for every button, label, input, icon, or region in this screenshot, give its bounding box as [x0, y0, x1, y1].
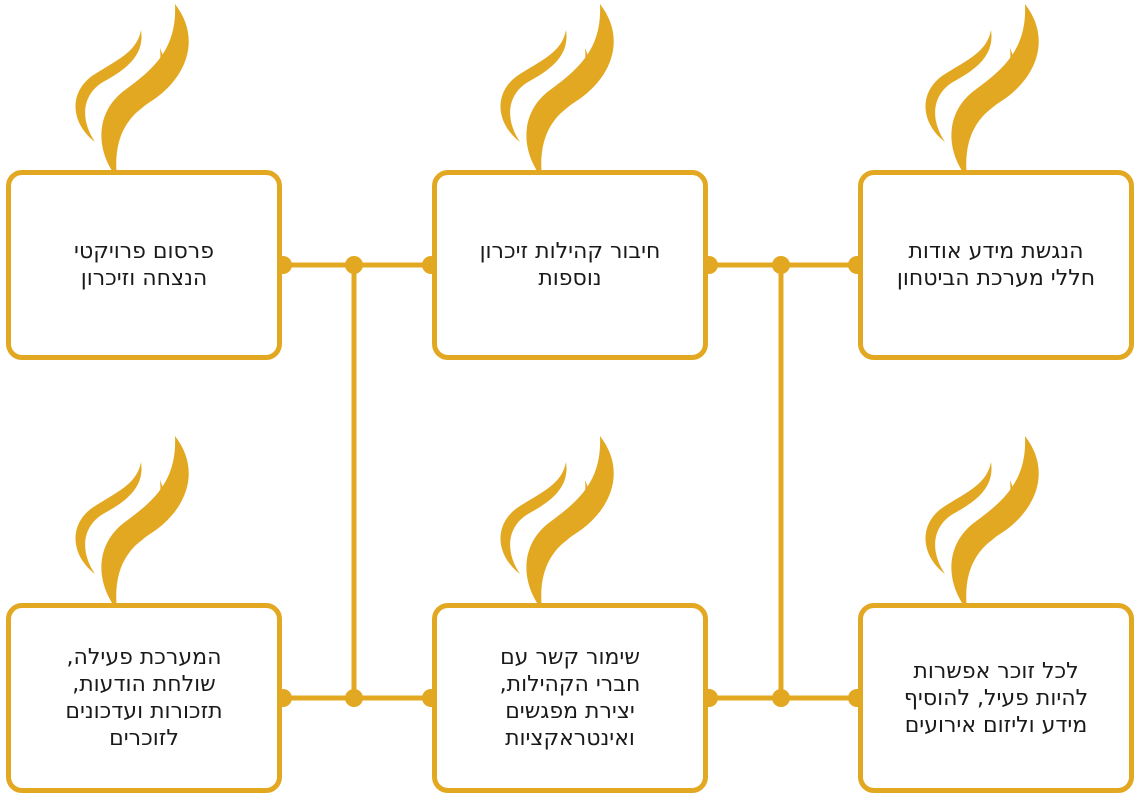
box-text: לכל זוכר אפשרות להיות פעיל, להוסיף מידע … — [878, 658, 1114, 739]
memorial-flame-icon — [905, 432, 1045, 617]
box-line: הנצחה וזיכרון — [80, 266, 208, 291]
connector-dot — [345, 256, 363, 274]
box-bottom-left: המערכת פעילה, שולחת הודעות, תזכורות ועדכ… — [6, 603, 282, 793]
connector-dot — [772, 689, 790, 707]
box-line: חברי הקהילות, — [499, 672, 641, 697]
box-line: להיות פעיל, להוסיף — [903, 685, 1089, 711]
box-text: חיבור קהילות זיכרון נוספות — [454, 238, 687, 292]
box-bottom-right: לכל זוכר אפשרות להיות פעיל, להוסיף מידע … — [858, 603, 1134, 793]
box-text: המערכת פעילה, שולחת הודעות, תזכורות ועדכ… — [39, 644, 248, 752]
memorial-flame-icon — [55, 0, 195, 185]
memorial-flame-icon — [55, 432, 195, 617]
box-line: פרסום פרויקטי — [74, 239, 214, 264]
box-line: שולחת הודעות, — [72, 672, 216, 697]
box-line: לזוכרים — [109, 726, 179, 751]
memorial-flame-icon — [905, 0, 1045, 185]
box-line: נוספות — [538, 266, 602, 291]
connector-dot — [345, 689, 363, 707]
box-line: מידע וליזום אירועים — [904, 712, 1088, 738]
box-top-left: פרסום פרויקטי הנצחה וזיכרון — [6, 170, 282, 360]
box-line: המערכת פעילה, — [66, 645, 222, 670]
memorial-flame-icon — [480, 0, 620, 185]
box-top-middle: חיבור קהילות זיכרון נוספות — [432, 170, 708, 360]
box-line: תזכורות ועדכונים — [65, 699, 223, 724]
memorial-flame-icon — [480, 432, 620, 617]
connector-dot — [772, 256, 790, 274]
box-text: הנגשת מידע אודות חללי מערכת הביטחון — [871, 238, 1121, 292]
box-bottom-middle: שימור קשר עם חברי הקהילות, יצירת מפגשים … — [432, 603, 708, 793]
box-text: שימור קשר עם חברי הקהילות, יצירת מפגשים … — [474, 644, 667, 752]
box-line: הנגשת מידע אודות — [908, 239, 1084, 264]
box-line: שימור קשר עם — [500, 645, 640, 670]
box-text: פרסום פרויקטי הנצחה וזיכרון — [48, 238, 240, 292]
box-line: לכל זוכר אפשרות — [913, 658, 1079, 684]
box-line: חללי מערכת הביטחון — [896, 266, 1096, 291]
box-line: חיבור קהילות זיכרון — [479, 239, 661, 264]
box-line: ואינטראקציות — [505, 726, 635, 751]
box-top-right: הנגשת מידע אודות חללי מערכת הביטחון — [858, 170, 1134, 360]
box-line: יצירת מפגשים — [505, 699, 635, 724]
